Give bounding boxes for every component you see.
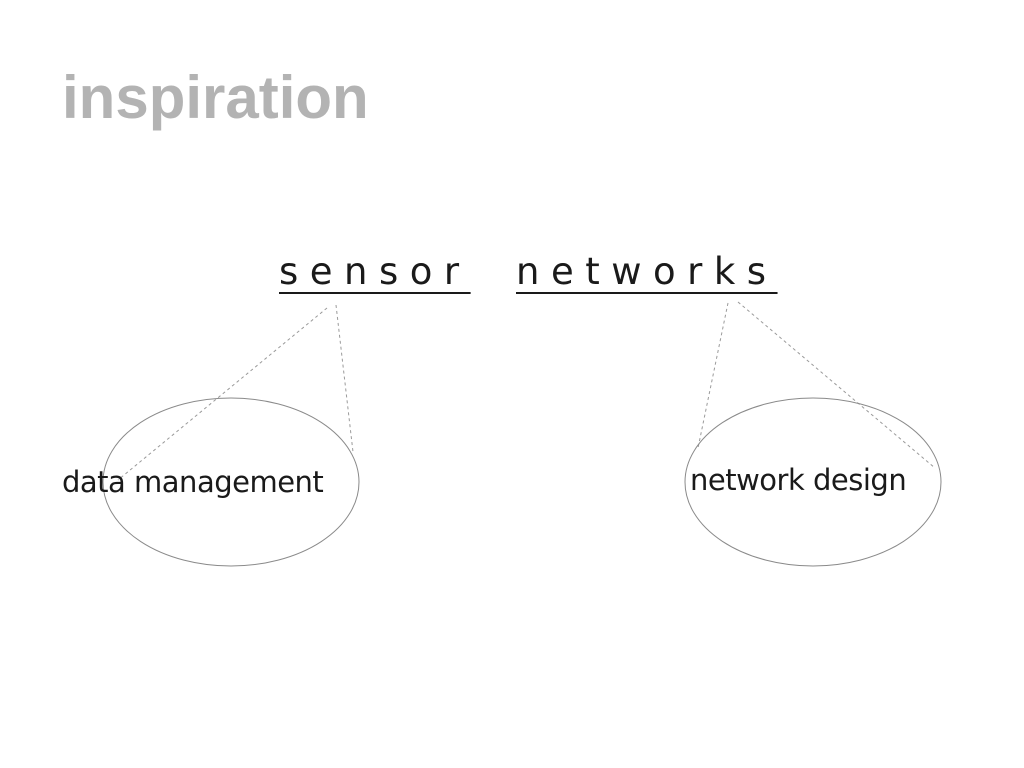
main-word-sensor: sensor xyxy=(279,250,471,293)
slide-title: inspiration xyxy=(62,64,369,131)
node-label-network-design: network design xyxy=(690,463,907,497)
node-label-data-management: data management xyxy=(62,465,324,499)
node-ellipse-network-design xyxy=(684,397,942,567)
connector-networks-right xyxy=(737,301,936,469)
connector-sensor-left xyxy=(117,307,328,481)
main-word-networks: networks xyxy=(516,250,778,293)
node-ellipse-data-management xyxy=(102,397,360,567)
connector-sensor-right xyxy=(335,304,354,453)
connector-networks-left xyxy=(697,302,729,449)
